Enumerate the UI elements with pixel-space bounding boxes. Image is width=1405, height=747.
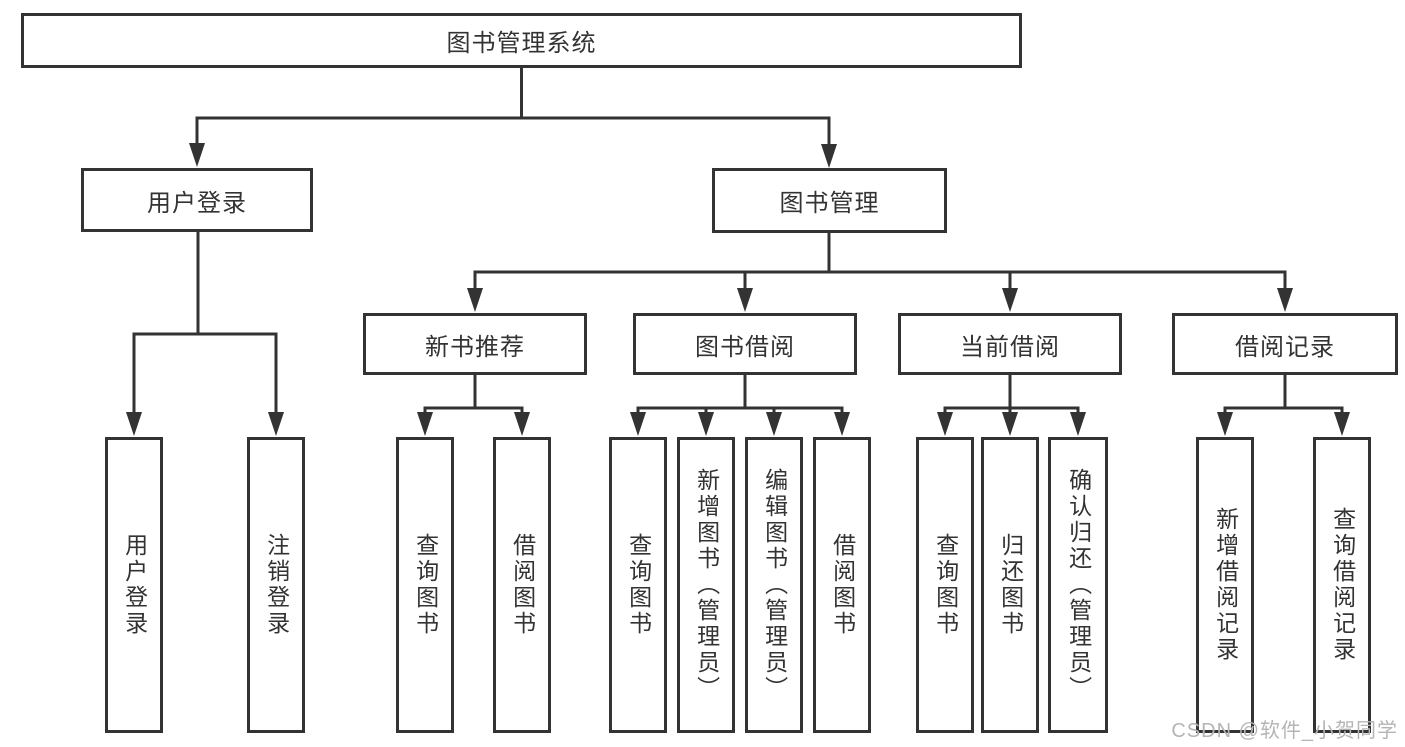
leaf-edit-book-admin-label: 编辑图书（管理员） <box>761 468 788 702</box>
leaf-query-borrow-record: 查询借阅记录 <box>1313 437 1371 733</box>
node-borrow-records-label: 借阅记录 <box>1235 333 1335 361</box>
arrowhead <box>514 412 530 436</box>
node-root-label: 图书管理系统 <box>446 30 597 57</box>
node-current-borrow: 当前借阅 <box>898 313 1122 375</box>
leaf-query-borrow-record-label: 查询借阅记录 <box>1329 507 1356 663</box>
leaf-add-borrow-record: 新增借阅记录 <box>1196 437 1254 733</box>
leaf-query-books-recommend-label: 查询图书 <box>412 533 439 637</box>
arrowhead <box>1002 288 1018 312</box>
node-current-borrow-label: 当前借阅 <box>960 333 1060 361</box>
node-user-login: 用户登录 <box>81 168 313 232</box>
arrowhead <box>1002 412 1018 436</box>
leaf-borrow-books-recommend-label: 借阅图书 <box>509 533 536 637</box>
connector-current-borrow <box>943 375 1080 416</box>
node-book-management-label: 图书管理 <box>779 190 880 217</box>
leaf-logout: 注销登录 <box>247 437 305 733</box>
connector-root <box>195 68 831 150</box>
arrowhead <box>937 412 953 436</box>
leaf-query-books-current: 查询图书 <box>916 437 974 733</box>
connector-book-borrow <box>636 375 844 416</box>
arrowhead <box>417 412 433 436</box>
watermark: CSDN @软件_小贺同学 <box>1171 720 1398 742</box>
connector-user-login <box>132 232 278 415</box>
leaf-query-books-borrow: 查询图书 <box>609 437 667 733</box>
node-root: 图书管理系统 <box>21 13 1022 68</box>
arrowhead <box>766 412 782 436</box>
leaf-user-login: 用户登录 <box>105 437 163 733</box>
node-new-book-recommend: 新书推荐 <box>363 313 587 375</box>
leaf-borrow-books-borrow-label: 借阅图书 <box>829 533 856 637</box>
arrowhead <box>1070 412 1086 436</box>
node-book-borrow-label: 图书借阅 <box>695 333 795 361</box>
arrowhead <box>1217 412 1233 436</box>
leaf-query-books-borrow-label: 查询图书 <box>625 533 652 637</box>
arrowhead <box>1277 288 1293 312</box>
arrowhead <box>737 288 753 312</box>
connector-book-management <box>473 233 1287 291</box>
arrowhead <box>1334 412 1350 436</box>
leaf-edit-book-admin: 编辑图书（管理员） <box>745 437 803 733</box>
arrowhead <box>126 412 142 436</box>
leaf-user-login-label: 用户登录 <box>121 533 148 637</box>
arrowhead <box>268 412 284 436</box>
arrowhead <box>698 412 714 436</box>
node-book-borrow: 图书借阅 <box>633 313 857 375</box>
arrowhead <box>834 412 850 436</box>
leaf-add-book-admin-label: 新增图书（管理员） <box>693 468 720 702</box>
arrowhead <box>630 412 646 436</box>
node-user-login-label: 用户登录 <box>147 189 247 217</box>
node-book-management: 图书管理 <box>712 168 947 233</box>
connector-borrow-records <box>1223 375 1344 416</box>
leaf-borrow-books-borrow: 借阅图书 <box>813 437 871 733</box>
leaf-logout-label: 注销登录 <box>263 533 290 637</box>
leaf-borrow-books-recommend: 借阅图书 <box>493 437 551 733</box>
leaf-return-books: 归还图书 <box>981 437 1039 733</box>
arrowhead <box>821 144 837 168</box>
arrowhead <box>189 143 205 167</box>
leaf-add-book-admin: 新增图书（管理员） <box>677 437 735 733</box>
leaf-add-borrow-record-label: 新增借阅记录 <box>1212 507 1239 663</box>
leaf-query-books-current-label: 查询图书 <box>932 533 959 637</box>
leaf-query-books-recommend: 查询图书 <box>396 437 454 733</box>
leaf-confirm-return-admin: 确认归还（管理员） <box>1048 437 1108 733</box>
node-borrow-records: 借阅记录 <box>1172 313 1398 375</box>
leaf-confirm-return-admin-label: 确认归还（管理员） <box>1065 468 1092 702</box>
node-new-book-recommend-label: 新书推荐 <box>425 333 525 361</box>
connector-new-book-recommend <box>423 375 524 416</box>
leaf-return-books-label: 归还图书 <box>997 533 1024 637</box>
arrowhead <box>467 288 483 312</box>
